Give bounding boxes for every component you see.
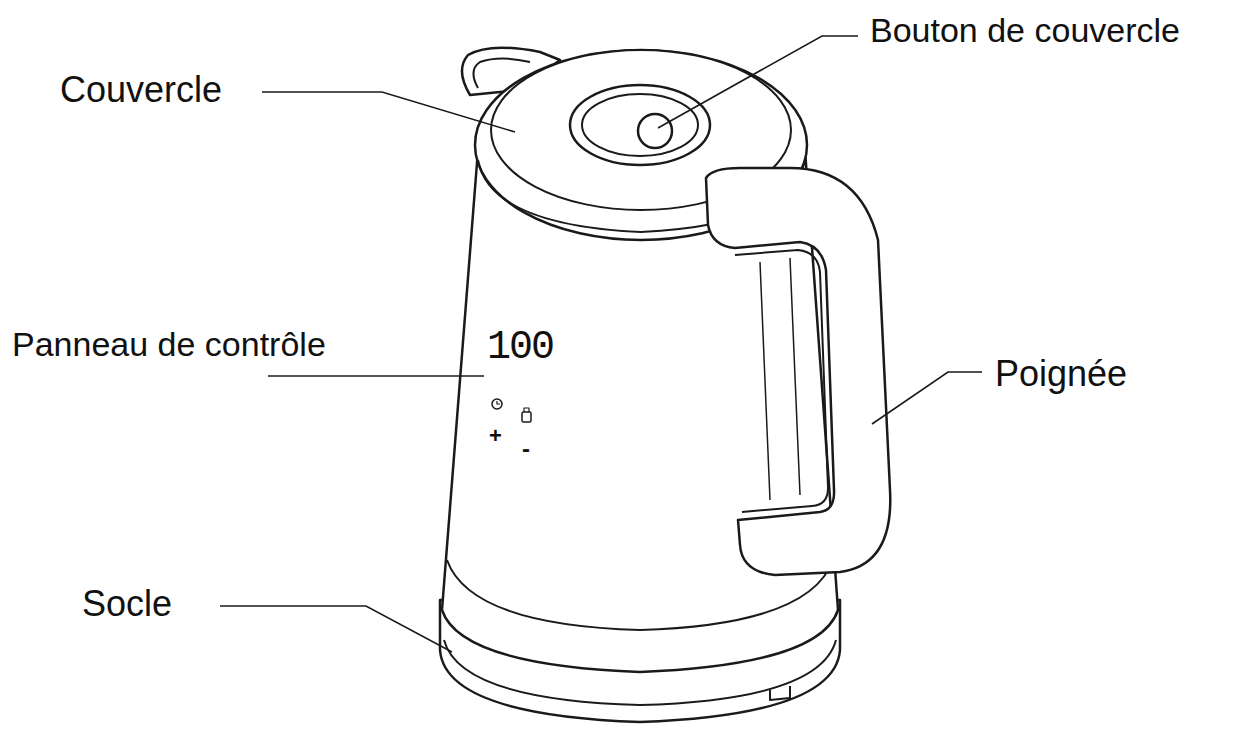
leader-line <box>220 606 452 652</box>
display-readout: 100 <box>487 326 553 370</box>
base-notch <box>770 686 790 700</box>
lid-button-ring <box>570 85 710 165</box>
lid-button <box>638 114 672 148</box>
leader-line <box>872 372 982 424</box>
part-label: Bouton de couvercle <box>870 12 1180 49</box>
timer-icon <box>492 399 502 409</box>
handle-groove <box>790 258 800 495</box>
part-label: Poignée <box>995 354 1127 394</box>
keep-warm-lid <box>524 408 529 412</box>
handle-groove <box>760 262 770 500</box>
button-symbol: + <box>489 424 502 448</box>
lid-button-inner <box>582 94 698 156</box>
part-label: Socle <box>82 584 172 624</box>
keep-warm-icon <box>522 412 531 422</box>
handle-inner <box>735 250 828 512</box>
button-symbol: - <box>522 436 530 462</box>
part-label: Couvercle <box>60 70 222 110</box>
leader-line <box>658 36 858 128</box>
part-label: Panneau de contrôle <box>12 326 326 363</box>
leader-line <box>262 92 515 132</box>
timer-hand <box>497 401 500 404</box>
kettle-handle <box>706 168 890 575</box>
leader-line <box>268 375 484 377</box>
